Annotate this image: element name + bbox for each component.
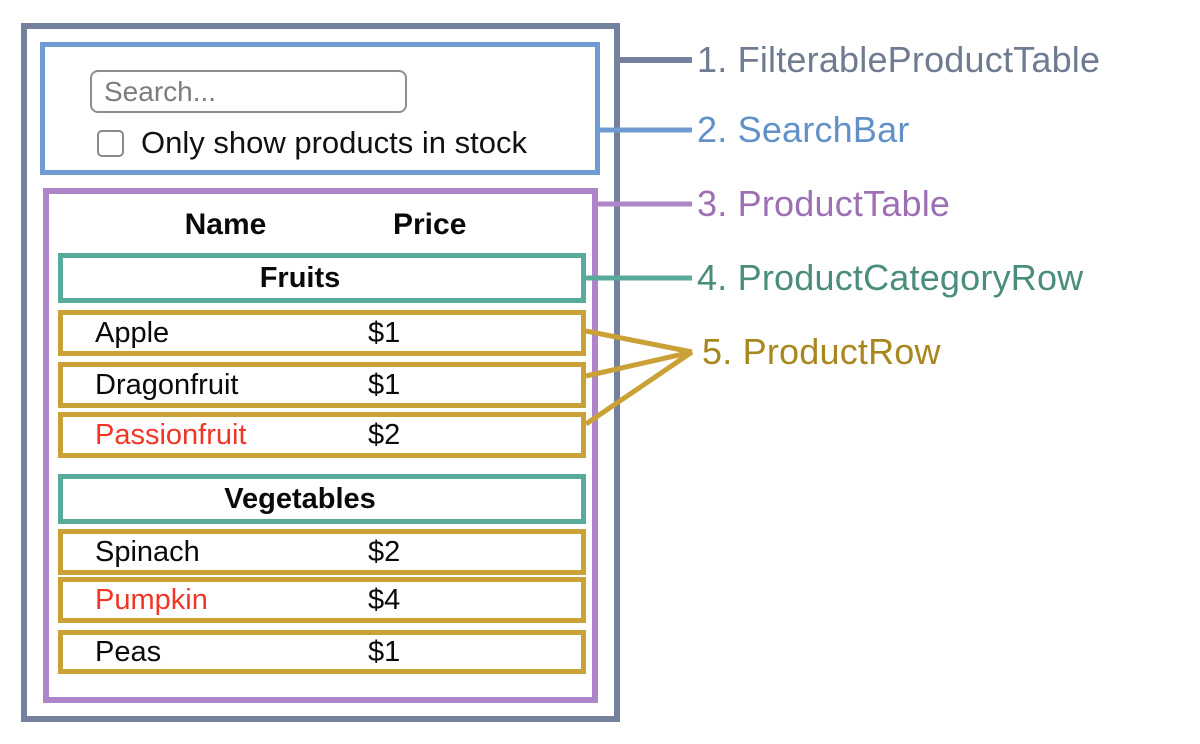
product-row-spinach: Spinach $2 [58,529,586,575]
legend-label-search-bar: 2. SearchBar [697,109,910,150]
category-label: Vegetables [224,482,376,515]
legend-label-product-row: 5. ProductRow [702,331,941,372]
product-price: $4 [368,583,401,616]
product-row-passionfruit: Passionfruit $2 [58,412,586,458]
in-stock-checkbox[interactable] [97,129,124,157]
product-name: Apple [95,316,170,349]
product-name-out-of-stock: Passionfruit [95,418,247,451]
column-header-price: Price [393,208,467,241]
legend-label-filterable-product-table: 1. FilterableProductTable [697,39,1101,80]
search-input[interactable] [90,70,407,113]
product-name: Peas [95,635,162,668]
category-label: Fruits [259,261,341,294]
product-category-row-vegetables: Vegetables [58,474,586,524]
product-row-peas: Peas $1 [58,630,586,674]
column-header-name: Name [184,208,267,241]
filterable-product-table-box: Only show products in stock Name Price F… [21,23,620,722]
in-stock-filter-row: Only show products in stock [97,125,527,160]
product-name: Dragonfruit [95,368,239,401]
product-name: Spinach [95,535,200,568]
product-price: $1 [368,635,401,668]
product-name-out-of-stock: Pumpkin [95,583,208,616]
legend-label-product-table: 3. ProductTable [697,183,951,224]
product-row-dragonfruit: Dragonfruit $1 [58,362,586,408]
product-price: $2 [368,418,401,451]
legend-label-product-category-row: 4. ProductCategoryRow [697,257,1084,298]
product-price: $2 [368,535,401,568]
search-bar-box: Only show products in stock [40,42,600,175]
product-row-pumpkin: Pumpkin $4 [58,577,586,623]
product-category-row-fruits: Fruits [58,253,586,303]
product-price: $1 [368,368,401,401]
product-row-apple: Apple $1 [58,310,586,356]
product-table-box: Name Price Fruits Apple $1 Dragonfruit $… [43,188,598,703]
in-stock-checkbox-label: Only show products in stock [141,125,527,160]
product-price: $1 [368,316,401,349]
table-header-row: Name Price [58,205,586,245]
